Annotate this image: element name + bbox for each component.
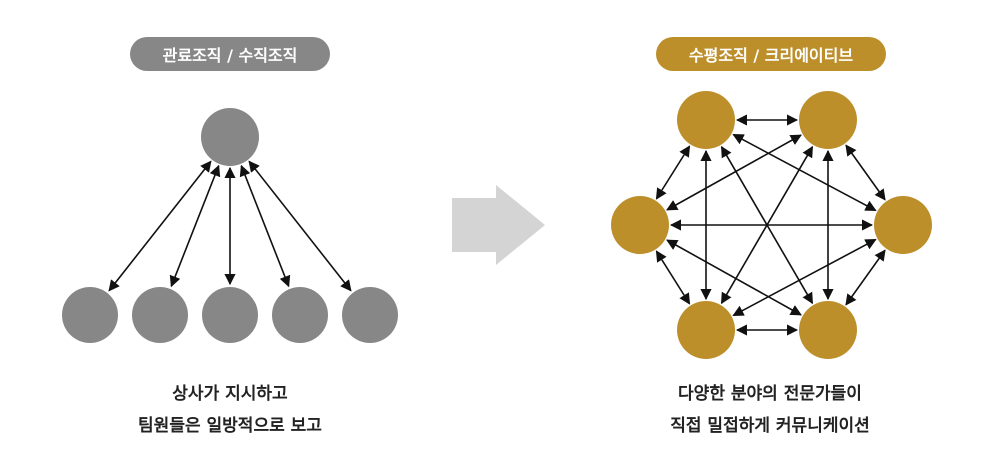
communication-arrow [845, 144, 886, 201]
expert-node [677, 91, 735, 149]
communication-arrow [845, 249, 886, 306]
caption-line: 상사가 지시하고 [172, 384, 288, 404]
communication-arrow [239, 164, 291, 288]
team-member-node [132, 287, 188, 343]
caption-line: 직접 밀접하게 커뮤니케이션 [670, 416, 870, 436]
communication-arrow [655, 250, 691, 305]
communication-arrow [732, 133, 877, 212]
team-member-node [342, 287, 398, 343]
caption-line: 팀원들은 일방적으로 보고 [138, 416, 322, 436]
communication-arrow [248, 160, 352, 292]
expert-node [611, 196, 669, 254]
communication-arrow [666, 239, 802, 316]
team-member-node [62, 287, 118, 343]
communication-arrow [655, 145, 691, 200]
team-member-node [202, 287, 258, 343]
communication-arrow [169, 164, 221, 288]
communication-arrow [666, 134, 802, 211]
manager-node [201, 108, 259, 166]
vertical-org-title: 관료조직 / 수직조직 [130, 37, 330, 71]
expert-node [799, 91, 857, 149]
communication-arrow [732, 238, 877, 317]
expert-node [799, 301, 857, 359]
expert-node [874, 196, 932, 254]
caption-line: 다양한 분야의 전문가들이 [678, 384, 862, 404]
vertical-org-caption: 상사가 지시하고 팀원들은 일방적으로 보고 [70, 378, 390, 442]
team-member-node [272, 287, 328, 343]
horizontal-org-caption: 다양한 분야의 전문가들이 직접 밀접하게 커뮤니케이션 [610, 378, 930, 442]
transition-arrow-icon [452, 185, 545, 265]
horizontal-org-title: 수평조직 / 크리에이티브 [656, 37, 886, 71]
expert-node [677, 301, 735, 359]
